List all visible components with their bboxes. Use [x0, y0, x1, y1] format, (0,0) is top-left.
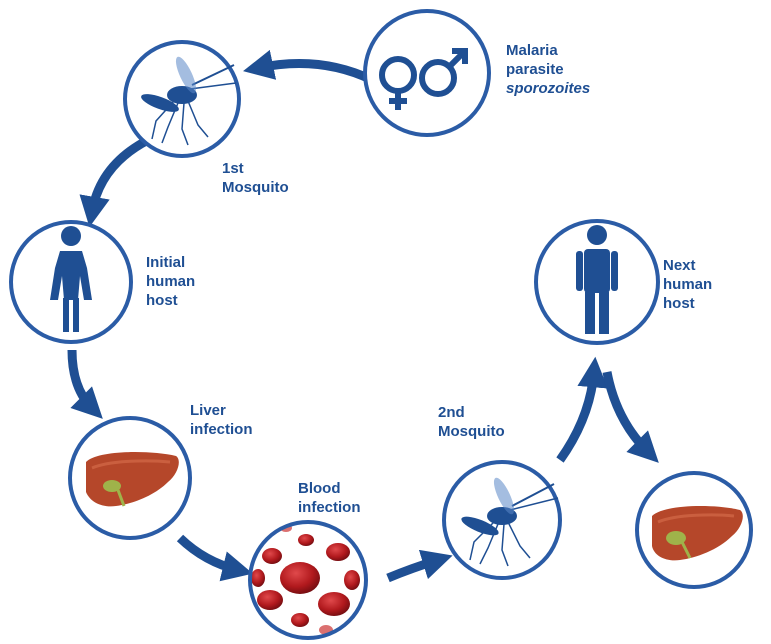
- initial-host-label-line3: host: [146, 291, 195, 310]
- arrow-initial-host-to-liver: [72, 350, 92, 408]
- mosquito1-label-line2: Mosquito: [222, 178, 289, 197]
- parasite-label-line3: sporozoites: [506, 79, 590, 98]
- parasite-label-line1: Malaria: [506, 41, 590, 60]
- arrow-parasite-to-mosquito1: [258, 64, 372, 80]
- initial-host-label-line1: Initial: [146, 253, 195, 272]
- mosquito1-label-line1: 1st: [222, 159, 289, 178]
- arrow-next-host-to-liver: [607, 372, 648, 452]
- liver-label: Liver infection: [190, 401, 253, 439]
- arrow-mosquito2-to-next-host: [560, 372, 594, 460]
- next-host-label-line3: host: [663, 294, 712, 313]
- blood-label-line2: infection: [298, 498, 361, 517]
- mosquito2-node: [444, 462, 560, 578]
- parasite-node: [365, 11, 489, 135]
- next-host-label-line2: human: [663, 275, 712, 294]
- initial-host-label: Initial human host: [146, 253, 195, 310]
- arrow-liver-to-blood: [180, 538, 238, 570]
- mosquito2-label-line2: Mosquito: [438, 422, 505, 441]
- arrow-mosquito1-to-initial-host: [92, 140, 148, 212]
- next-host-label-line1: Next: [663, 256, 712, 275]
- blood-label-line1: Blood: [298, 479, 361, 498]
- mosquito1-label: 1st Mosquito: [222, 159, 289, 197]
- liver-node: [70, 418, 190, 538]
- liver-label-line1: Liver: [190, 401, 253, 420]
- next-liver-node: [637, 473, 751, 587]
- parasite-label-line2: parasite: [506, 60, 590, 79]
- blood-node: [250, 522, 366, 638]
- parasite-label: Malaria parasite sporozoites: [506, 41, 590, 98]
- mosquito2-label-line1: 2nd: [438, 403, 505, 422]
- mosquito2-label: 2nd Mosquito: [438, 403, 505, 441]
- next-host-label: Next human host: [663, 256, 712, 313]
- next-host-node: [536, 221, 658, 343]
- initial-host-label-line2: human: [146, 272, 195, 291]
- arrow-blood-to-mosquito2: [388, 560, 438, 578]
- liver-label-line2: infection: [190, 420, 253, 439]
- mosquito1-node: [125, 42, 239, 156]
- initial-host-node: [11, 222, 131, 342]
- blood-label: Blood infection: [298, 479, 361, 517]
